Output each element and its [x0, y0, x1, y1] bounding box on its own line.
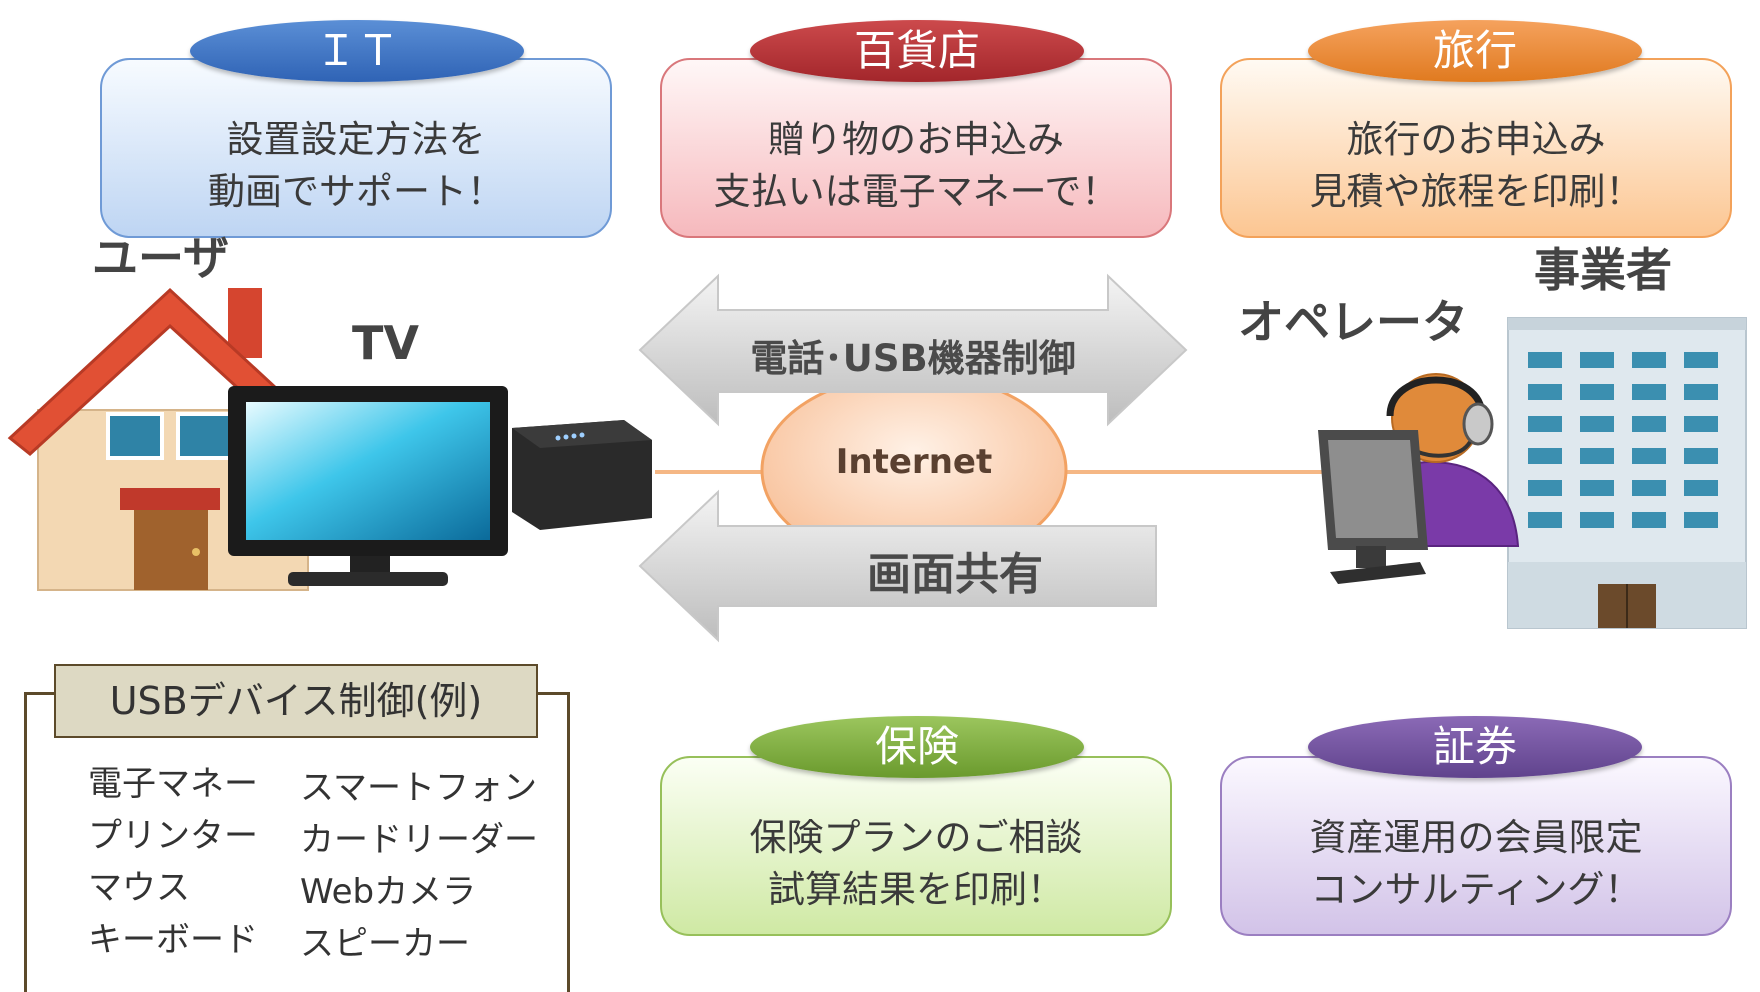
left-arrow-icon [638, 489, 1157, 643]
usb-item: キーボード [88, 920, 258, 960]
card-department-store: 贈り物のお申込み 支払いは電子マネーで！ [660, 58, 1172, 238]
card-insurance: 保険プランのご相談 試算結果を印刷！ [660, 756, 1172, 936]
usb-item: スピーカー [300, 924, 470, 964]
card-department-store-title: 百貨店 [750, 20, 1084, 82]
business-label: 事業者 [1534, 243, 1672, 297]
card-it-title: ＩＴ [190, 20, 524, 82]
operator-icon [1318, 373, 1520, 584]
usb-item: マウス [88, 868, 190, 908]
operator-label: オペレータ [1238, 295, 1468, 349]
usb-item: カードリーダー [300, 820, 538, 860]
building-icon [1507, 317, 1747, 629]
card-department-store-body: 贈り物のお申込み 支払いは電子マネーで！ [713, 118, 1119, 213]
usb-item: 電子マネー [88, 764, 258, 804]
card-insurance-body: 保険プランのご相談 試算結果を印刷！ [749, 816, 1083, 911]
card-it: 設置設定方法を 動画でサポート！ [100, 58, 612, 238]
screen-share-label: 画面共有 [867, 549, 1043, 600]
usb-item: スマートフォン [300, 768, 537, 808]
usb-item: プリンター [88, 816, 258, 856]
card-insurance-title: 保険 [750, 716, 1084, 778]
usb-device-title: USBデバイス制御(例) [54, 664, 538, 738]
card-travel-body: 旅行のお申込み 見積や旅程を印刷！ [1309, 118, 1643, 213]
card-travel: 旅行のお申込み 見積や旅程を印刷！ [1220, 58, 1732, 238]
card-securities-body: 資産運用の会員限定 コンサルティング！ [1309, 816, 1643, 911]
user-label: ユーザ [92, 231, 230, 285]
tv-label: TV [352, 316, 419, 370]
usb-item: Webカメラ [300, 872, 477, 912]
phone-usb-label: 電話･USB機器制御 [750, 337, 1076, 380]
card-securities-title: 証券 [1308, 716, 1642, 778]
double-arrow-icon [638, 273, 1188, 427]
card-it-body: 設置設定方法を 動画でサポート！ [208, 118, 504, 213]
card-securities: 資産運用の会員限定 コンサルティング！ [1220, 756, 1732, 936]
card-travel-title: 旅行 [1308, 20, 1642, 82]
internet-label: Internet [835, 442, 993, 482]
tv-icon [228, 386, 652, 586]
